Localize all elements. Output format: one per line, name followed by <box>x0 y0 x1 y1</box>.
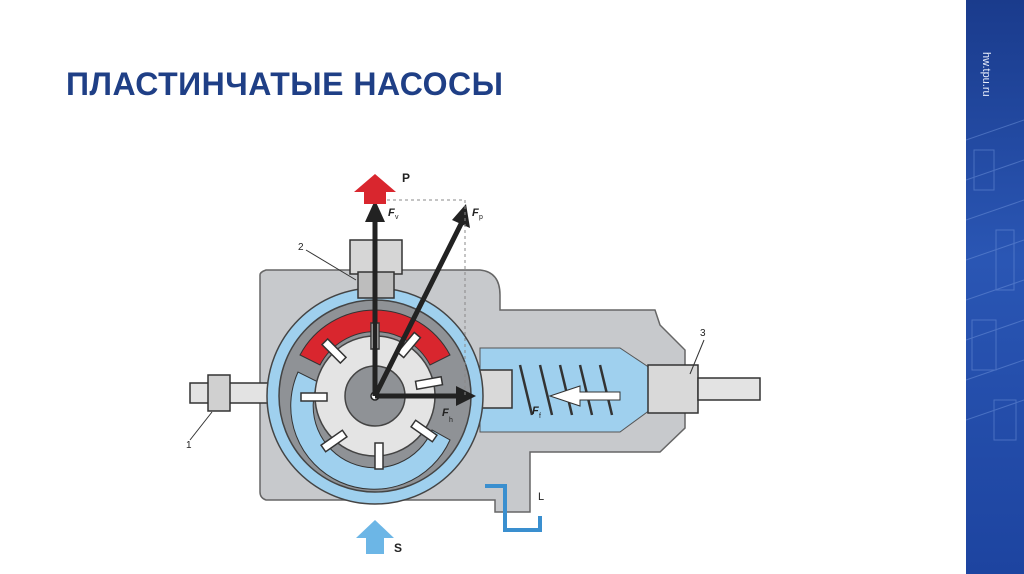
label-part-2: 2 <box>298 242 304 253</box>
label-part-1: 1 <box>186 440 192 451</box>
label-force-v: F <box>388 207 395 219</box>
slide-title: ПЛАСТИНЧАТЫЕ НАСОСЫ <box>66 66 504 102</box>
label-force-p-sub: p <box>479 214 483 221</box>
vane-pump-diagram: P S L F v F p F h F f 1 2 3 <box>180 160 780 560</box>
label-force-p: F <box>472 207 479 219</box>
leader-part-3 <box>689 339 705 375</box>
regulator-spring <box>518 364 614 416</box>
side-url: hw.tpu.ru <box>980 52 992 97</box>
leader-part-2 <box>305 249 357 281</box>
adjust-screw-body <box>647 364 699 414</box>
label-force-h: F <box>442 407 449 419</box>
label-force-h-sub: h <box>449 417 453 424</box>
side-band-decoration <box>966 0 1024 574</box>
drain-line <box>485 484 542 532</box>
label-force-v-sub: v <box>395 214 399 221</box>
label-s: S <box>394 541 402 555</box>
label-force-f-sub: f <box>539 413 541 420</box>
label-part-3: 3 <box>700 328 706 339</box>
pressure-arrow <box>354 174 396 204</box>
force-vectors <box>365 200 476 406</box>
suction-arrow <box>356 520 394 554</box>
label-l: L <box>538 491 544 503</box>
label-force-f: F <box>532 405 539 417</box>
spring-force-arrow <box>548 385 621 407</box>
side-band-pattern <box>966 119 1024 441</box>
force-construction-lines <box>375 199 466 396</box>
label-p: P <box>402 171 410 185</box>
leader-part-1 <box>189 411 213 441</box>
stop-screw-nut <box>207 374 231 412</box>
adjust-screw-rod <box>697 377 761 401</box>
